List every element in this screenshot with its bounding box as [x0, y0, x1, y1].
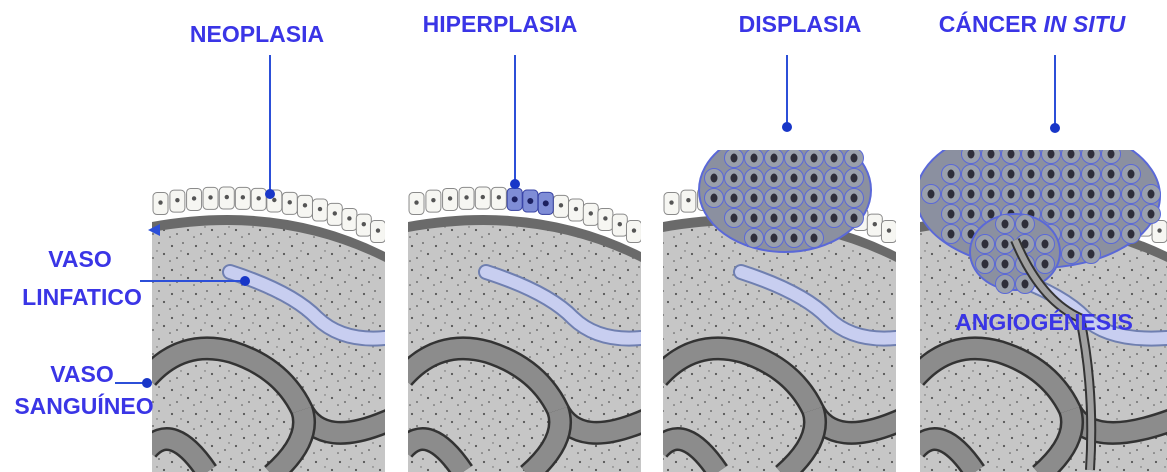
label-in-situ-italic: IN SITU: [1044, 11, 1127, 37]
label-vaso-sanguineo-1: VASO: [50, 361, 113, 387]
leader-neoplasia-dot: [265, 189, 275, 199]
label-neoplasia: NEOPLASIA: [190, 21, 324, 47]
panel-cancer-in-situ: [915, 124, 1167, 472]
leader-sanguineo-dot: [142, 378, 152, 388]
label-vaso-linfatico-1: VASO: [48, 246, 111, 272]
leader-displasia-dot: [782, 122, 792, 132]
label-vaso-sanguineo-2: SANGUÍNEO: [14, 392, 153, 419]
label-angiogenesis: ANGIOGÉNESIS: [955, 308, 1133, 335]
label-cancer-word: CÁNCER: [939, 10, 1044, 37]
leader-hiperplasia-dot: [510, 179, 520, 189]
label-vaso-linfatico-2: LINFATICO: [22, 284, 142, 310]
panel-displasia: [658, 128, 901, 472]
label-cancer-in-situ: CÁNCER IN SITU: [939, 10, 1127, 37]
label-displasia: DISPLASIA: [739, 11, 862, 37]
hyperplasia-cells: [507, 188, 553, 214]
panel-hiperplasia: [403, 150, 646, 472]
label-hiperplasia: HIPERPLASIA: [423, 11, 578, 37]
leader-linfatico-dot: [240, 276, 250, 286]
leader-cancer-dot: [1050, 123, 1060, 133]
dysplasia-mass: [699, 128, 871, 252]
